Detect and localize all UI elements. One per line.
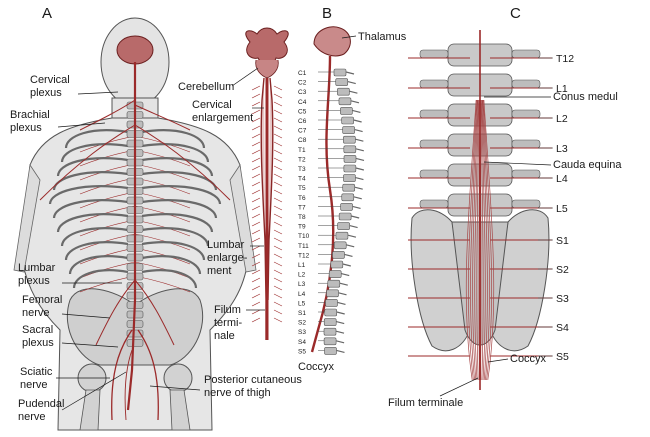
level-label: L3 — [556, 143, 568, 155]
segment-label: C2 — [298, 80, 307, 87]
label-coccyx-b: Coccyx — [298, 361, 335, 373]
level-label: L5 — [556, 203, 568, 215]
level-label: S2 — [556, 264, 569, 276]
label-coccyx-c: Coccyx — [510, 353, 547, 365]
segment-label: T9 — [298, 224, 306, 231]
segment-label: T3 — [298, 166, 306, 173]
segment-label: T6 — [298, 195, 306, 202]
panel-label-a: A — [42, 5, 52, 22]
label-cerebellum: Cerebellum — [178, 81, 234, 93]
segment-label: C3 — [298, 89, 307, 96]
segment-label: C7 — [298, 128, 307, 135]
segment-label: T10 — [298, 233, 310, 240]
segment-label: S1 — [298, 310, 306, 317]
segment-label: L5 — [298, 300, 306, 307]
segment-label: C6 — [298, 118, 307, 125]
segment-label: C8 — [298, 137, 307, 144]
segment-label: T1 — [298, 147, 306, 154]
label-filum-terminale-c: Filum terminale — [388, 397, 463, 409]
segment-label: L1 — [298, 262, 306, 269]
level-label: S3 — [556, 293, 569, 305]
segment-label: S3 — [298, 329, 306, 336]
level-label: S4 — [556, 322, 569, 334]
segment-label: C4 — [298, 99, 307, 106]
segment-label: L4 — [298, 291, 306, 298]
level-label: S1 — [556, 235, 569, 247]
isolated-spinal-cord — [246, 28, 288, 340]
segment-label: T5 — [298, 185, 306, 192]
segment-label: T11 — [298, 243, 309, 250]
panel-c-figure — [408, 30, 552, 390]
label-cauda-equina: Cauda equina — [553, 159, 622, 171]
segment-label: L2 — [298, 272, 306, 279]
level-label: L2 — [556, 113, 568, 125]
segment-label: C5 — [298, 108, 307, 115]
segment-label: C1 — [298, 70, 307, 77]
segment-label: S4 — [298, 339, 306, 346]
panel-label-c: C — [510, 5, 521, 22]
panel-b-column — [312, 27, 364, 355]
level-label: L4 — [556, 173, 568, 185]
segment-label: T7 — [298, 204, 306, 211]
segment-label: T4 — [298, 176, 306, 183]
segment-label: T12 — [298, 252, 310, 259]
label-conus-medullaris: Conus medul — [553, 91, 618, 103]
level-label: S5 — [556, 351, 569, 363]
segment-label: L3 — [298, 281, 306, 288]
level-label: T12 — [556, 53, 574, 65]
panel-label-b: B — [322, 5, 332, 22]
segment-label: S2 — [298, 320, 306, 327]
segment-label: S5 — [298, 348, 306, 355]
segment-label: T8 — [298, 214, 306, 221]
segment-label: T2 — [298, 156, 306, 163]
label-thalamus: Thalamus — [358, 31, 407, 43]
